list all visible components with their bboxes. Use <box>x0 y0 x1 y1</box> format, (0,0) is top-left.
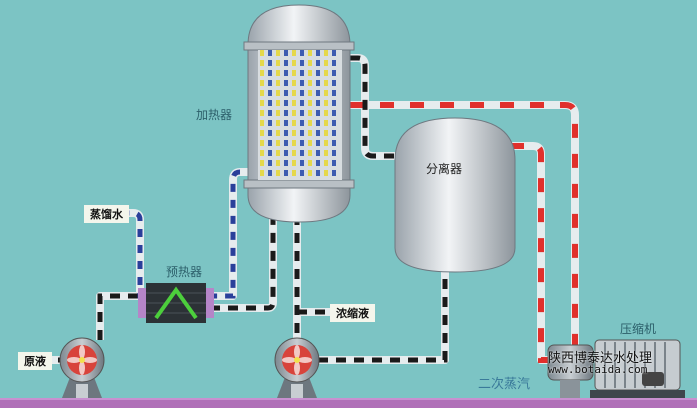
steam-pipe-dashes <box>350 102 578 363</box>
watermark-url: www.botaida.com <box>548 363 648 376</box>
separator-vessel <box>394 117 516 273</box>
watermark-company: 陕西博泰达水处理 <box>548 351 653 366</box>
separator-label: 分离器 <box>426 162 463 176</box>
heater-vessel <box>243 4 355 223</box>
circulation-pump <box>274 337 320 398</box>
preheater <box>138 283 214 323</box>
concentrate-outlet-label: 浓缩液 <box>330 304 375 322</box>
feed-pump <box>59 337 105 398</box>
raw-liquid-inlet-label: 原液 <box>18 352 52 370</box>
preheater-label: 预热器 <box>166 265 203 279</box>
floor <box>0 398 697 408</box>
heater-label: 加热器 <box>196 108 233 122</box>
distilled-water-outlet-label: 蒸馏水 <box>84 205 129 223</box>
secondary-steam-label: 二次蒸汽 <box>478 377 531 392</box>
condensate-pipe-dashes <box>118 169 256 299</box>
compressor <box>547 339 685 398</box>
compressor-label: 压缩机 <box>620 322 657 336</box>
